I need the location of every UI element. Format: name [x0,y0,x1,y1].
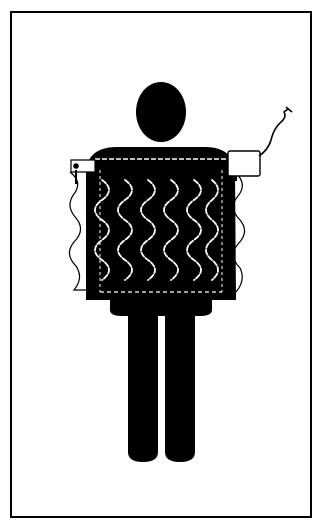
person-head [136,82,186,142]
power-control-unit [228,151,260,181]
